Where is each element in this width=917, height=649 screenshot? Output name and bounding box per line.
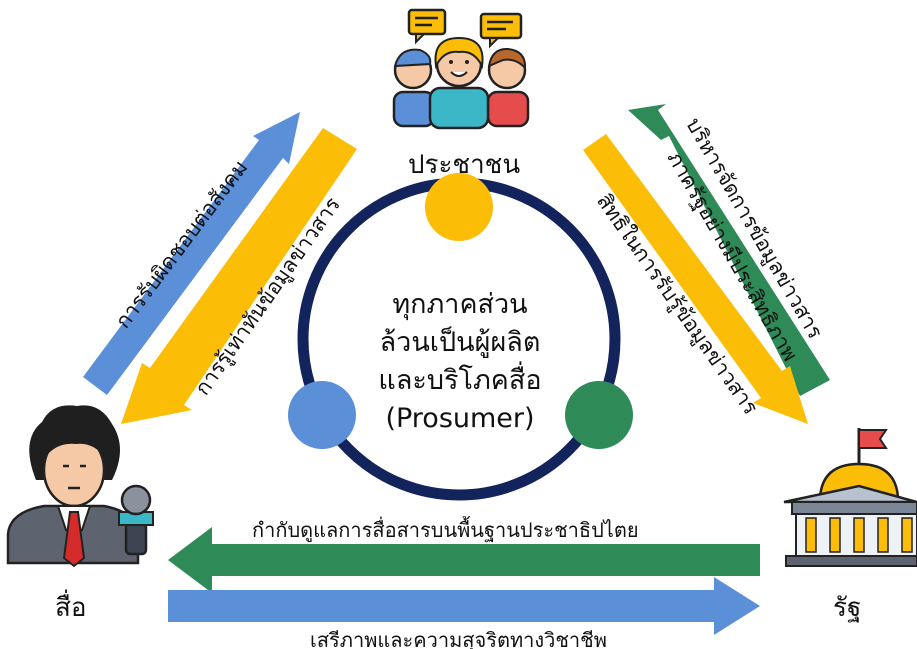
reporter-icon: [6, 405, 154, 568]
government-building-icon: [783, 428, 917, 567]
center-caption: ทุกภาคส่วน ล้วนเป็นผู้ผลิต และบริโภคสื่อ…: [330, 286, 590, 438]
center-line-2: ล้วนเป็นผู้ผลิต: [379, 327, 541, 358]
center-line-3: และบริโภคสื่อ: [378, 365, 542, 396]
arrow-citizens-to-state: [583, 134, 808, 424]
label-media-to-state: เสรีภาพและความสุจริตทางวิชาชีพ: [310, 628, 607, 649]
citizens-dot: [425, 173, 493, 241]
arrow-media-to-state: [168, 577, 760, 635]
people-group-icon: [392, 8, 530, 130]
media-dot: [288, 381, 356, 449]
media-label: สื่อ: [55, 593, 87, 623]
state-label: รัฐ: [833, 593, 862, 623]
state-dot: [565, 381, 633, 449]
microphone-icon: [118, 484, 154, 556]
arrow-state-to-media: [168, 527, 760, 593]
speech-bubble-icon: [479, 12, 523, 49]
flag-icon: [857, 428, 888, 466]
arrow-state-to-citizens: [628, 104, 830, 396]
arrow-citizens-to-media: [121, 128, 357, 424]
center-line-4: (Prosumer): [385, 403, 535, 434]
citizens-label: ประชาชน: [408, 150, 521, 180]
speech-bubble-icon: [407, 8, 447, 45]
label-state-to-media: กำกับดูแลการสื่อสารบนพื้นฐานประชาธิปไตย: [252, 518, 639, 542]
arrow-media-to-citizens: [83, 112, 300, 395]
center-line-1: ทุกภาคส่วน: [392, 289, 528, 320]
